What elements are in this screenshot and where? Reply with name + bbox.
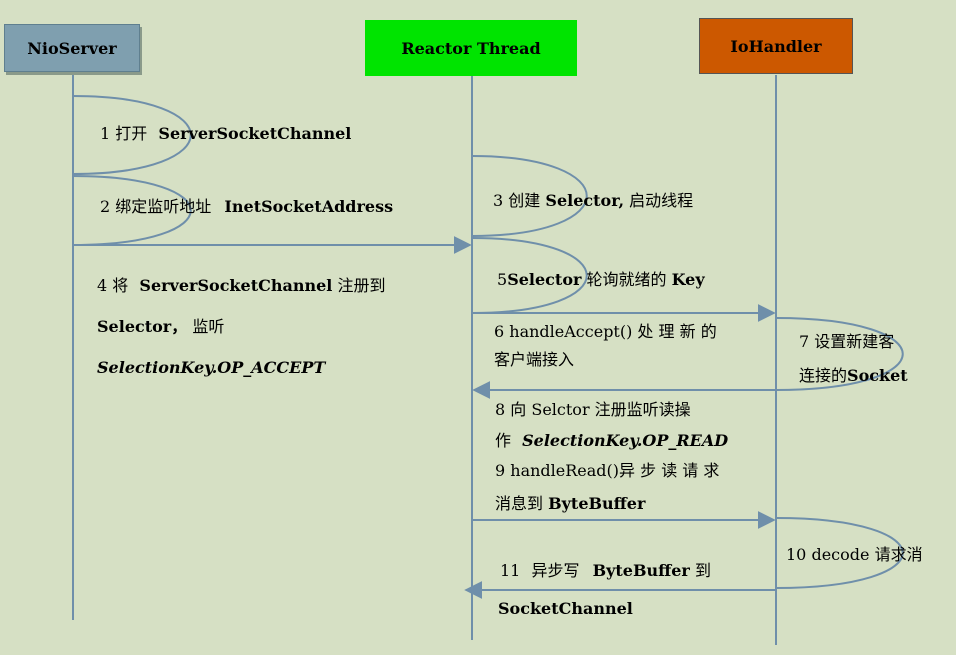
step-4-line2: Selector， 监听 — [97, 317, 224, 337]
step-11-line1: 11 异步写 ByteBuffer 到 — [500, 561, 711, 581]
participant-iohandler: IoHandler — [699, 18, 853, 74]
self-loop-3 — [471, 155, 588, 237]
step-2-code: InetSocketAddress — [224, 197, 394, 216]
step-8-line2: 作 SelectionKey.OP_READ — [495, 431, 728, 451]
step-3-cn: 创建 — [508, 191, 541, 210]
step-1-num: 1 — [100, 124, 111, 143]
step-11-cn: 异步写 — [531, 561, 580, 580]
step-8-line1: 8 向 Selctor 注册监听读操 — [495, 400, 691, 420]
step-4-line2-code: Selector， — [97, 317, 188, 336]
step-5-num: 5 — [497, 270, 508, 289]
step-4-line2-cn: 监听 — [192, 317, 225, 336]
step-11-num: 11 — [500, 561, 521, 580]
step-4-num: 4 — [97, 276, 108, 295]
step-2-num: 2 — [100, 197, 111, 216]
step-10-cn: 请求消 — [874, 545, 923, 564]
step-8-line2-cn: 作 — [495, 431, 512, 450]
step-9-line2: 消息到 ByteBuffer — [495, 494, 645, 514]
step-11-cn2: 到 — [694, 561, 711, 580]
step-1-cn: 打开 — [115, 124, 148, 143]
step-6-line1: 6 handleAccept() 处 理 新 的 — [494, 322, 717, 341]
step-1-text: 1 打开 ServerSocketChannel — [100, 124, 351, 144]
step-8-num: 8 — [495, 400, 506, 419]
step-3-code: Selector, — [545, 191, 625, 210]
step-6-line2: 客户端接入 — [494, 350, 575, 369]
step-9-line1: 9 handleRead()异 步 读 请 求 — [495, 461, 720, 480]
step-1-code: ServerSocketChannel — [158, 124, 352, 143]
step-11-line2: SocketChannel — [498, 599, 633, 618]
step-7-line2-code: Socket — [847, 366, 908, 385]
participant-reactor-label: Reactor Thread — [401, 38, 541, 58]
self-loop-1 — [72, 95, 192, 175]
participant-nioserver: NioServer — [4, 24, 140, 72]
self-loop-2 — [72, 175, 192, 246]
step-10-text: 10 decode 请求消 — [786, 545, 946, 565]
step-4-code: ServerSocketChannel — [139, 276, 333, 295]
step-2-text: 2 绑定监听地址 InetSocketAddress — [100, 197, 393, 217]
self-loop-5 — [471, 237, 588, 314]
step-8-cn: 向 Selctor 注册监听读操 — [510, 400, 691, 419]
step-3-cn2: 启动线程 — [629, 191, 694, 210]
step-5-code2: Key — [671, 270, 705, 289]
step-7-line2-cn: 连接的 — [799, 366, 848, 385]
participant-nioserver-label: NioServer — [27, 38, 117, 58]
self-loop-10 — [775, 517, 904, 589]
step-5-cn: 轮询就绪的 — [586, 270, 667, 289]
step-4-cn2: 注册到 — [337, 276, 386, 295]
step-7-line2: 连接的Socket — [799, 366, 908, 386]
step-10-line1: 10 decode — [786, 545, 870, 564]
self-loop-7 — [775, 317, 904, 391]
step-11-code: ByteBuffer — [592, 561, 690, 580]
step-2-cn: 绑定监听地址 — [115, 197, 212, 216]
step-4-cn: 将 — [112, 276, 129, 295]
step-8-line2-code: SelectionKey.OP_READ — [522, 431, 729, 450]
step-9-line2-cn: 消息到 — [495, 494, 544, 513]
step-5-text: 5Selector 轮询就绪的 Key — [497, 270, 705, 290]
step-9-line2-code: ByteBuffer — [548, 494, 646, 513]
step-7-line1: 7 设置新建客 — [799, 332, 895, 351]
step-5-code: Selector — [507, 270, 582, 289]
step-4-line1: 4 将 ServerSocketChannel 注册到 — [97, 276, 385, 296]
participant-iohandler-label: IoHandler — [730, 36, 822, 56]
step-4-line3: SelectionKey.OP_ACCEPT — [97, 358, 326, 377]
step-3-text: 3 创建 Selector, 启动线程 — [493, 191, 693, 211]
step-3-num: 3 — [493, 191, 504, 210]
participant-reactor-thread: Reactor Thread — [365, 20, 577, 76]
